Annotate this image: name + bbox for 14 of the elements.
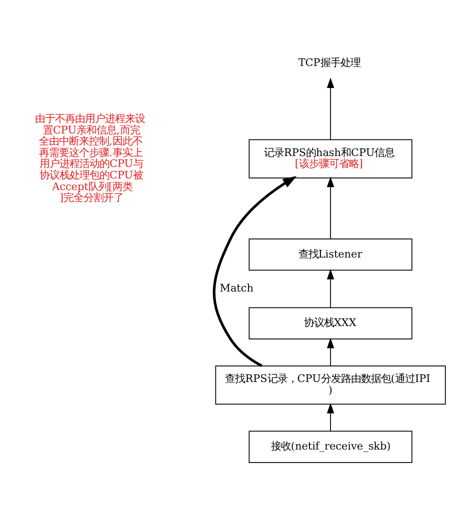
node-box: 接收(netif_receive_skb) [248, 430, 412, 462]
arrow [326, 337, 334, 366]
node-box: 查找Listener [248, 238, 412, 270]
arrow [326, 402, 334, 432]
node-box: 记录RPS的hash和CPU信息 [该步骤可省略] [248, 138, 412, 178]
arrow [326, 77, 334, 140]
node-box: 查找RPS记录，CPU分发路由数据包(通过IPI) [215, 365, 446, 404]
arrow [326, 268, 334, 308]
edge-label: Match [220, 282, 254, 294]
arrow [212, 175, 297, 366]
arrow [326, 176, 334, 239]
node-text: TCP握手处理 [298, 56, 360, 68]
label: 由于不再由用户进程来设置CPU亲和信息,而完全由中断来控制,因此不再需要这个步骤.事实上用户进程活动的CPU与协议栈处理包的CPU被Accept队列[两类]完全分割开了 [35, 112, 146, 204]
node-box: 协议栈XXX [248, 306, 412, 339]
